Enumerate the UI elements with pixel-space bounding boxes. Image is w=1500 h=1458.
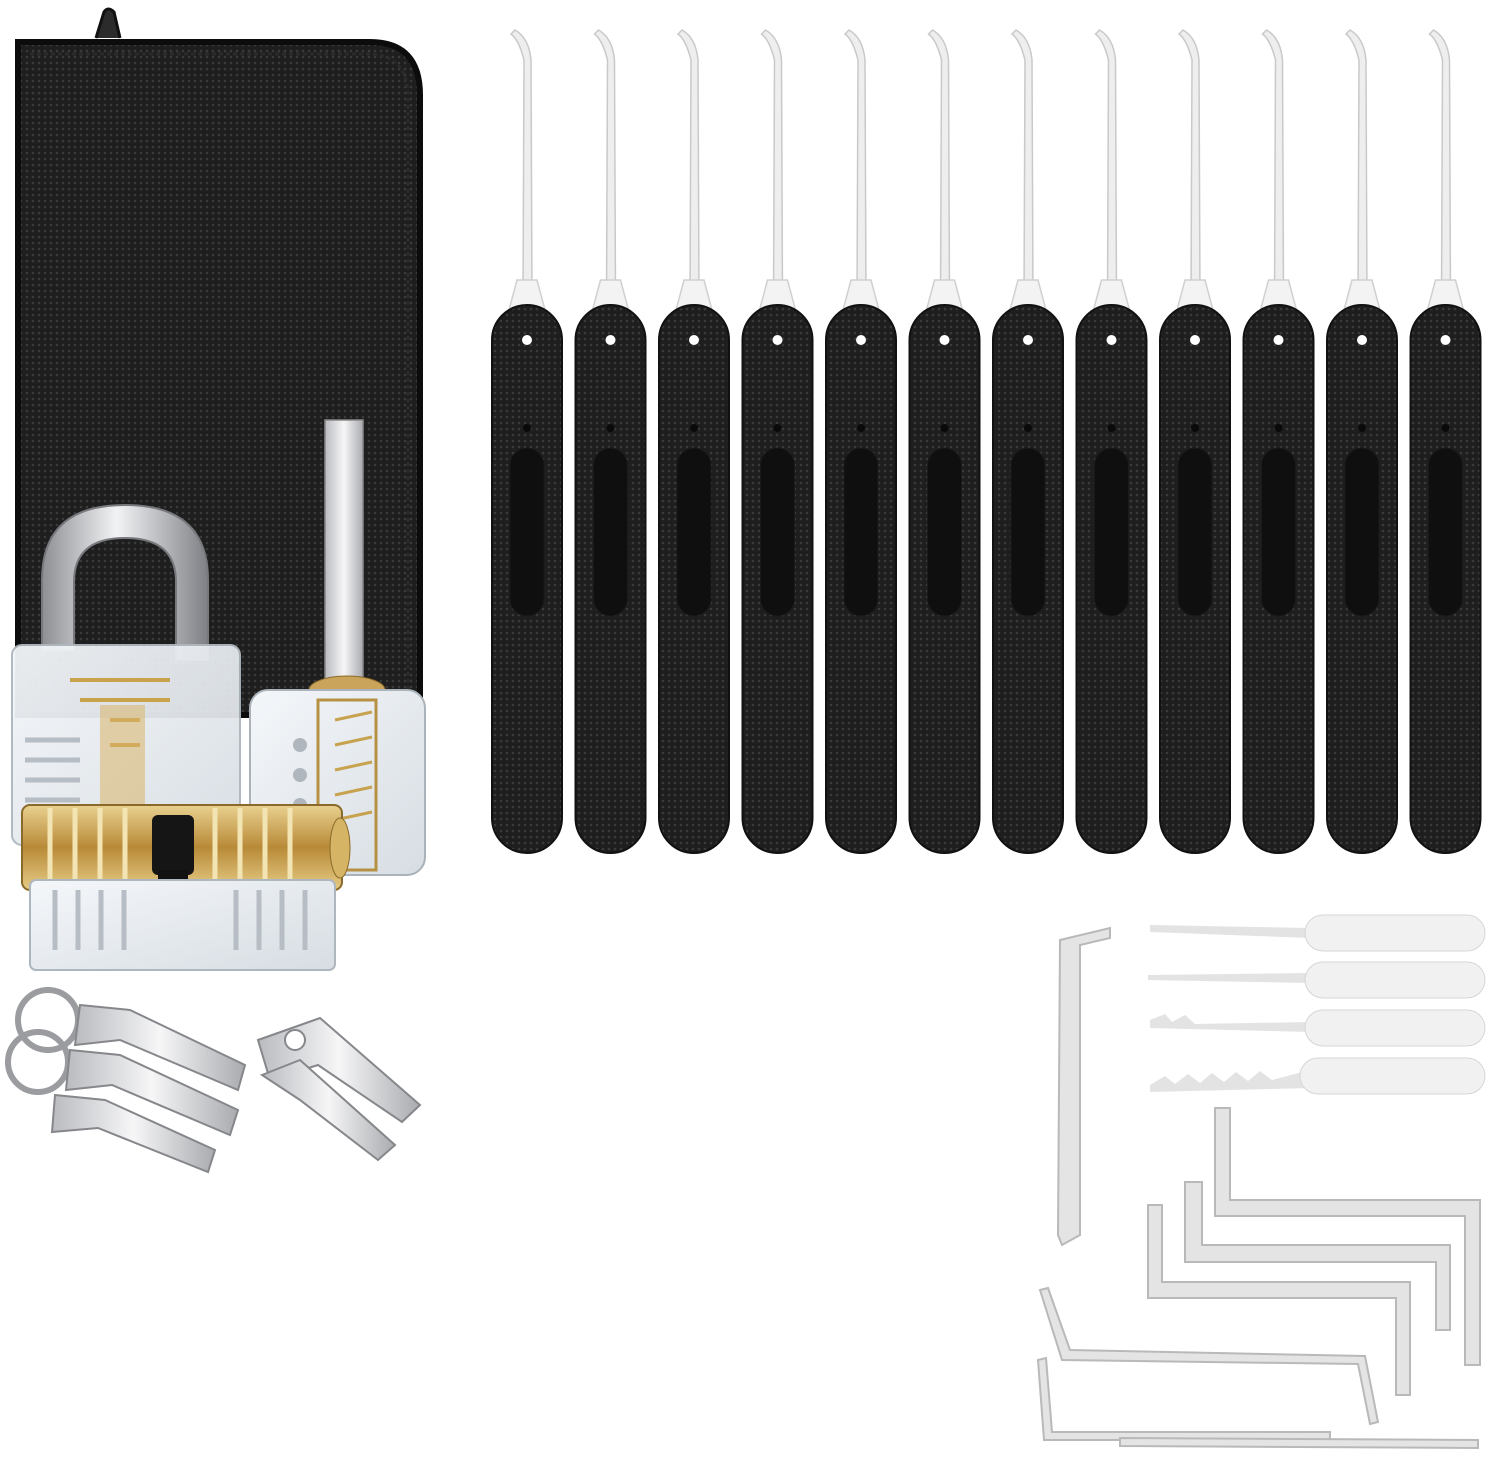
loose-pick xyxy=(1148,961,1486,999)
hook-pick xyxy=(908,29,981,854)
loose-pick xyxy=(1150,1009,1486,1047)
tension-wrenches xyxy=(1036,926,1481,1450)
tension-wrench xyxy=(1119,1436,1479,1450)
hook-pick xyxy=(1075,29,1148,854)
zipper-pull-icon xyxy=(94,7,122,39)
tension-wrench xyxy=(1036,1356,1331,1441)
tension-wrench xyxy=(1147,1204,1411,1396)
loose-pick xyxy=(1150,914,1486,952)
hook-pick xyxy=(741,29,814,854)
tension-wrench xyxy=(1056,926,1111,1247)
hook-pick xyxy=(825,29,897,854)
keys xyxy=(5,987,422,1174)
hook-pick xyxy=(1409,29,1482,854)
hook-pick xyxy=(1326,29,1398,854)
padlock xyxy=(11,503,241,846)
loose-pick xyxy=(1150,1057,1486,1095)
hook-pick xyxy=(574,29,647,854)
loose-picks xyxy=(1148,914,1486,1095)
hook-pick xyxy=(658,29,730,854)
tension-wrench xyxy=(1038,1286,1380,1426)
pick-handles xyxy=(491,29,1482,854)
tension-wrench xyxy=(1214,1107,1481,1366)
tension-wrench xyxy=(1184,1181,1451,1331)
cylinder-lock xyxy=(21,804,351,971)
hook-pick xyxy=(1242,29,1315,854)
pouch xyxy=(15,7,423,718)
hook-pick xyxy=(491,29,563,854)
hook-pick xyxy=(1159,29,1231,854)
hook-pick xyxy=(992,29,1064,854)
